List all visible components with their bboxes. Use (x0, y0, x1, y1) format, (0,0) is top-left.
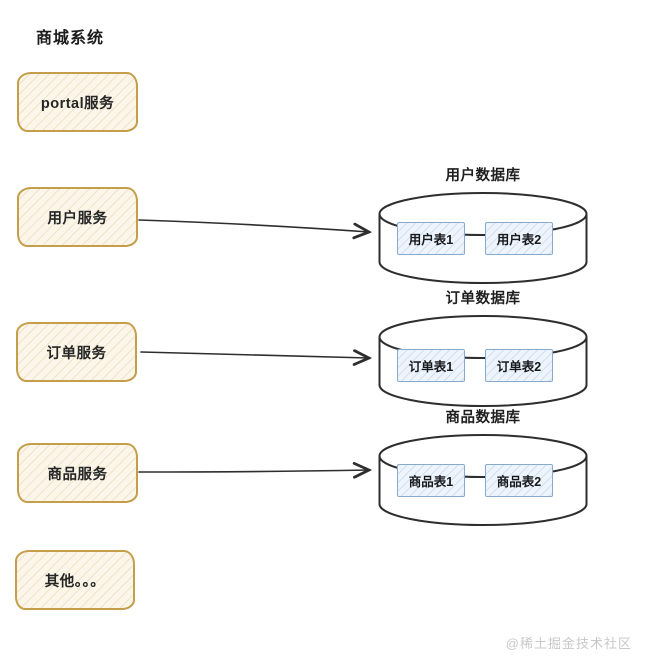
node-label: 订单服务 (46, 345, 107, 362)
table-label: 订单表2 (496, 360, 542, 374)
node-order-table-2: 订单表2 (485, 349, 553, 382)
database-label: 订单数据库 (445, 291, 521, 307)
node-product-service: 商品服务 (17, 443, 138, 503)
database-label: 商品数据库 (445, 410, 521, 426)
node-label: portal服务 (40, 95, 115, 112)
connector-user-service-to-user-db (138, 219, 369, 232)
table-label: 商品表2 (496, 475, 542, 489)
node-order-table-1: 订单表1 (397, 349, 465, 382)
table-label: 用户表2 (496, 233, 542, 247)
node-product-table-1: 商品表1 (397, 464, 465, 497)
node-others: 其他。。。 (15, 550, 135, 610)
node-label: 用户服务 (47, 210, 108, 227)
connector-order-service-to-order-db (140, 352, 369, 358)
table-label: 用户表1 (408, 233, 454, 247)
node-order-database: 订单数据库 订单表1 订单表2 (377, 291, 589, 409)
node-user-table-1: 用户表1 (397, 222, 465, 255)
node-user-service: 用户服务 (17, 187, 138, 247)
table-label: 订单表1 (408, 360, 454, 374)
database-label: 用户数据库 (445, 168, 521, 184)
node-product-table-2: 商品表2 (485, 464, 553, 497)
table-label: 商品表1 (408, 475, 454, 489)
node-order-service: 订单服务 (16, 322, 137, 382)
connector-product-service-to-product-db (138, 470, 369, 472)
node-portal-service: portal服务 (17, 72, 138, 132)
node-product-database: 商品数据库 商品表1 商品表2 (377, 410, 589, 528)
node-user-database: 用户数据库 用户表1 用户表2 (377, 168, 589, 286)
node-user-table-2: 用户表2 (485, 222, 553, 255)
node-label: 商品服务 (47, 466, 108, 483)
node-label: 其他。。。 (44, 573, 106, 590)
watermark: @稀土掘金技术社区 (505, 636, 632, 651)
page-title: 商城系统 (36, 30, 105, 47)
